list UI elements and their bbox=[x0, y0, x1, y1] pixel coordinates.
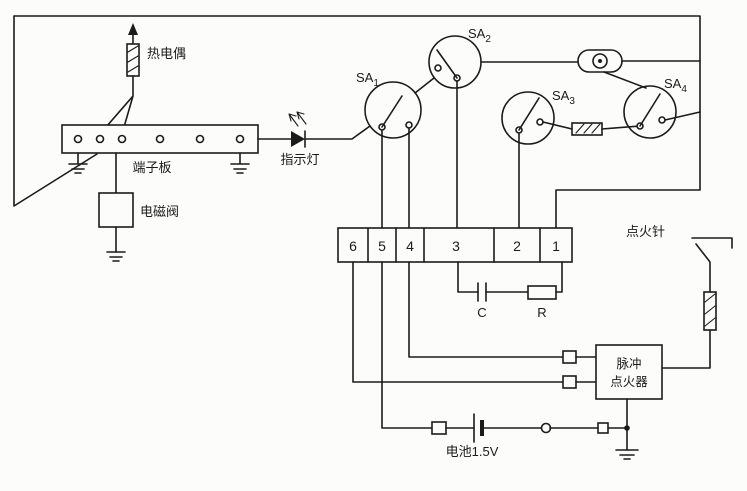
terminal-number: 3 bbox=[452, 238, 460, 254]
capacitor-label: C bbox=[477, 305, 486, 320]
switch-sa3: SA3 bbox=[501, 88, 575, 229]
ground-symbol bbox=[106, 251, 126, 262]
switch-label-sa3: SA3 bbox=[552, 88, 575, 107]
plug-connector bbox=[597, 422, 609, 434]
ground-symbol bbox=[230, 152, 250, 174]
round-connector-ring bbox=[592, 53, 608, 69]
switch-label-sa4: SA4 bbox=[664, 76, 687, 95]
battery-circuit: 电池1.5V bbox=[381, 261, 639, 460]
switch-contact bbox=[536, 118, 544, 126]
terminal-number: 1 bbox=[552, 238, 560, 254]
switch-label-sa1: SA1 bbox=[356, 70, 379, 89]
switch-sa1: SA1 bbox=[356, 70, 422, 229]
pulse-igniter: 脉冲 点火器 bbox=[352, 261, 663, 400]
pulse-igniter-body bbox=[595, 344, 663, 400]
igniter-connector bbox=[562, 375, 577, 389]
solenoid-valve-label: 电磁阀 bbox=[140, 204, 179, 219]
switch-sa2: SA2 bbox=[414, 26, 579, 229]
switch-contact bbox=[405, 121, 413, 129]
thermocouple-tip bbox=[128, 23, 138, 35]
solenoid-valve-body bbox=[98, 192, 134, 228]
round-connector bbox=[577, 49, 701, 89]
switch-contact bbox=[434, 64, 442, 72]
round-connector-dot bbox=[598, 59, 602, 63]
terminal-hole bbox=[95, 134, 105, 144]
capacitor-plates bbox=[477, 282, 487, 302]
switch-sa4: SA4 bbox=[623, 76, 701, 139]
switch-body bbox=[623, 85, 677, 139]
resistor-label: R bbox=[537, 305, 546, 320]
terminal-hole bbox=[155, 134, 165, 144]
fuse-link bbox=[571, 122, 641, 136]
plug-connector bbox=[540, 422, 552, 434]
switch-body bbox=[501, 91, 555, 145]
pulse-igniter-label-line2: 点火器 bbox=[610, 375, 648, 389]
terminal-hole bbox=[195, 134, 205, 144]
terminal-number: 6 bbox=[349, 238, 357, 254]
terminal-number: 5 bbox=[378, 238, 386, 254]
plug-connector bbox=[431, 421, 447, 435]
terminal-board-label: 端子板 bbox=[132, 160, 171, 175]
ground-symbol bbox=[615, 449, 639, 460]
indicator-light-label: 指示灯 bbox=[280, 152, 319, 167]
terminal-hole bbox=[73, 134, 83, 144]
ignition-needle: 点火针 bbox=[626, 224, 733, 369]
indicator-light: 指示灯 bbox=[257, 111, 371, 167]
resistor-body bbox=[527, 285, 557, 300]
terminal-hole bbox=[117, 134, 127, 144]
switch-label-sa2: SA2 bbox=[468, 26, 491, 45]
solenoid-valve: 电磁阀 bbox=[98, 152, 179, 262]
terminal-board: 端子板 bbox=[61, 124, 259, 175]
switch-contact bbox=[658, 116, 666, 124]
ignition-needle-label: 点火针 bbox=[626, 224, 665, 239]
ground-symbol bbox=[68, 152, 88, 174]
terminal-number: 2 bbox=[513, 238, 521, 254]
thermocouple: 热电偶 bbox=[99, 23, 186, 135]
terminal-strip: 6 5 4 3 2 1 bbox=[337, 227, 573, 263]
thermocouple-label: 热电偶 bbox=[147, 46, 186, 61]
igniter-connector bbox=[562, 350, 577, 364]
terminal-strip-body bbox=[337, 227, 573, 263]
terminal-number: 4 bbox=[406, 238, 414, 254]
pulse-igniter-label-line1: 脉冲 bbox=[616, 356, 641, 371]
cap-res-network: C R bbox=[457, 261, 563, 320]
outer-wiring bbox=[13, 15, 701, 229]
battery-label: 电池1.5V bbox=[446, 444, 499, 459]
terminal-hole bbox=[235, 134, 245, 144]
led-triangle bbox=[291, 131, 305, 147]
switch-body bbox=[364, 81, 422, 139]
